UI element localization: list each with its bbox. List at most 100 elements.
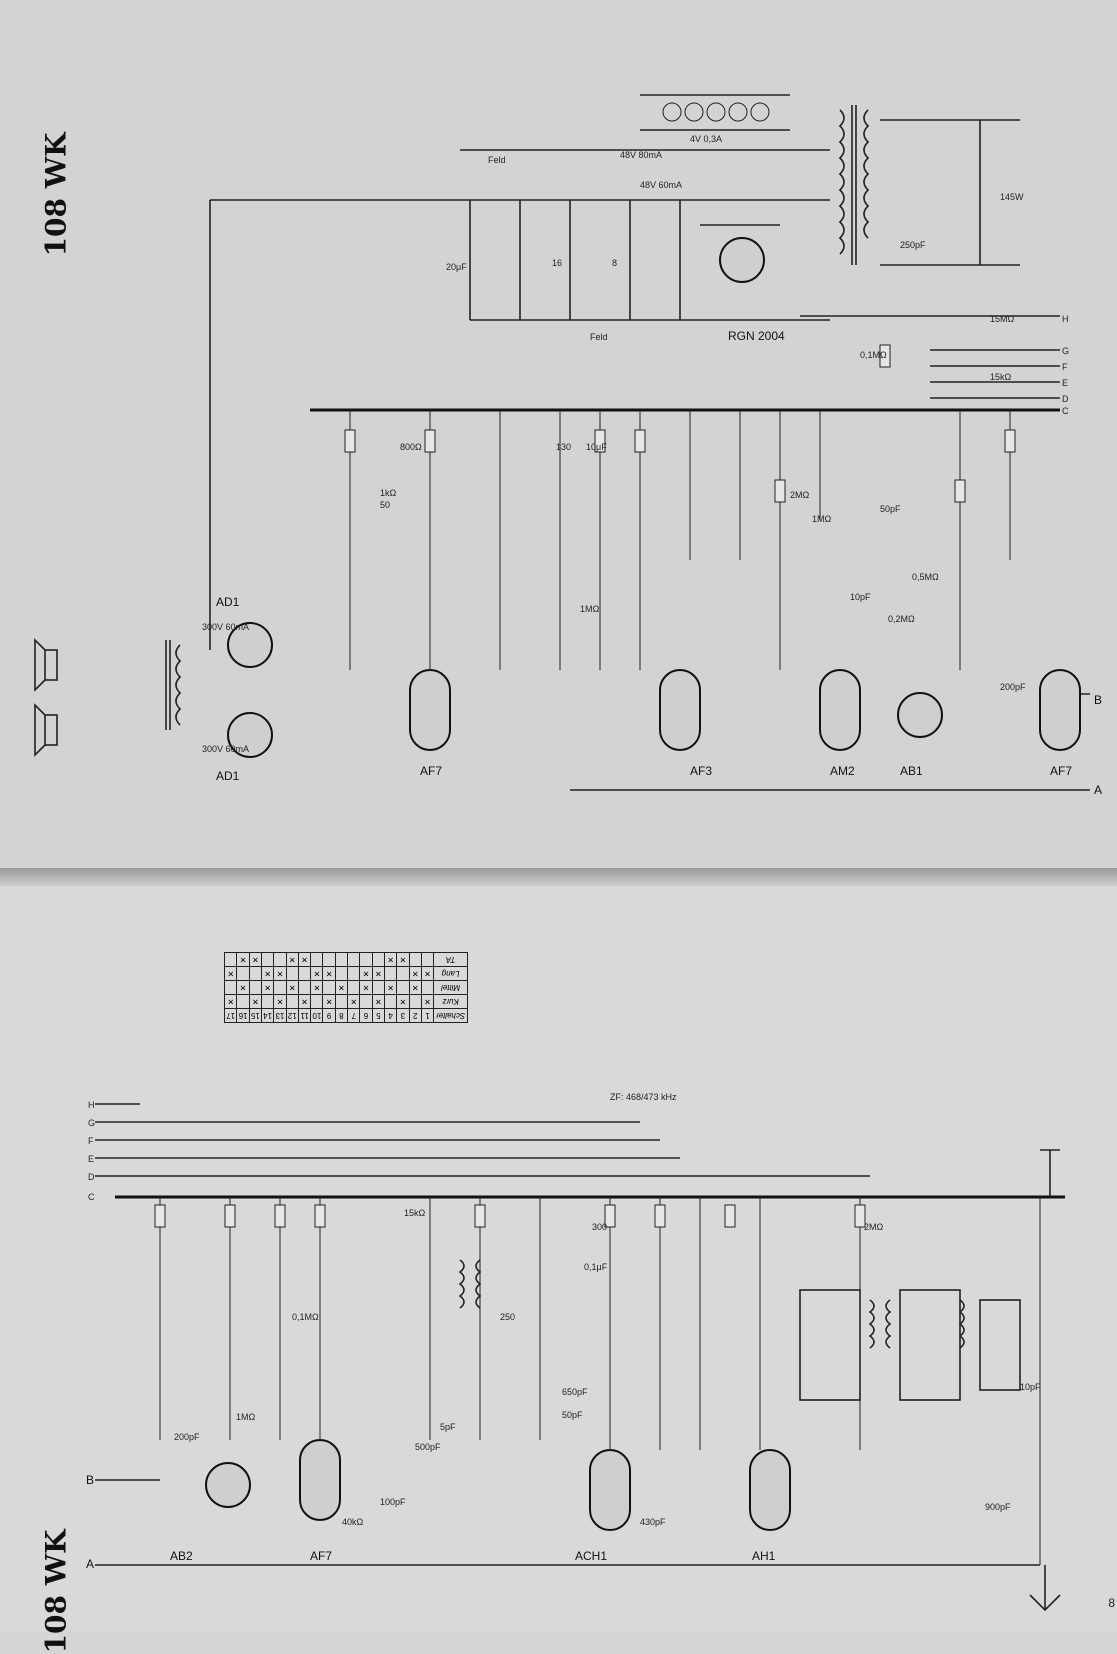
ground-symbol xyxy=(1040,1149,1060,1197)
tube-label-ach1: ACH1 xyxy=(575,1549,607,1563)
marker-a-top: A xyxy=(1094,783,1102,797)
switch-cross-mark: ✕ xyxy=(421,994,434,1009)
switch-table-row: TA ✕✕✕✕✕✕ xyxy=(224,952,468,967)
switch-col-15: 15 xyxy=(249,1008,262,1023)
value-top-8: 200pF xyxy=(1000,682,1026,692)
switch-cross-mark: ✕ xyxy=(372,994,385,1009)
value-bottom-17: 10pF xyxy=(1020,1382,1041,1392)
value-bottom-2: 40kΩ xyxy=(342,1517,364,1527)
switch-col-16: 16 xyxy=(236,1008,250,1023)
switch-table-row: Kurz ✕✕✕✕✕✕✕✕✕ xyxy=(224,994,468,1009)
switch-cross-mark: ✕ xyxy=(409,980,422,995)
bus-label-d-top: D xyxy=(1062,394,1069,404)
switch-cross-mark: ✕ xyxy=(273,966,287,981)
tube-label-ab1: AB1 xyxy=(900,764,923,778)
bus-label-e-bottom: E xyxy=(88,1154,94,1164)
value-top-13: 8 xyxy=(612,258,617,268)
switch-col-2: 2 xyxy=(409,1008,422,1023)
switch-cross-mark: ✕ xyxy=(359,966,373,981)
bus-label-f-top: F xyxy=(1062,362,1068,372)
value-top-15: 15kΩ xyxy=(990,372,1012,382)
tube-label-ad1-a: AD1 xyxy=(216,595,240,609)
bus-label-f-bottom: F xyxy=(88,1136,94,1146)
switch-table-row: Lang ✕✕✕✕✕✕✕✕✕ xyxy=(224,966,468,981)
power-label: 145W xyxy=(1000,192,1024,202)
switch-cross-mark: ✕ xyxy=(396,952,410,967)
switch-cross-mark: ✕ xyxy=(396,994,410,1009)
rectifier-tube xyxy=(700,224,780,283)
switch-cross-mark: ✕ xyxy=(273,994,287,1009)
field-coil-label-2: Feld xyxy=(590,332,608,342)
value-top-1: 15MΩ xyxy=(990,314,1015,324)
value-top-10: 250pF xyxy=(900,240,926,250)
switch-col-13: 13 xyxy=(273,1008,287,1023)
value-bottom-11: 15kΩ xyxy=(404,1208,426,1218)
switch-cross-mark: ✕ xyxy=(249,994,262,1009)
tube-label-af3: AF3 xyxy=(690,764,712,778)
switch-col-10: 10 xyxy=(310,1008,323,1023)
supply-label-2: 48V 60mA xyxy=(640,180,682,190)
switch-table-row: Schalter 1 2 3 4 5 6 7 8 9 10 11 12 13 1… xyxy=(224,1008,468,1023)
value-bottom-13: 300 xyxy=(592,1222,607,1232)
value-top-7: 50pF xyxy=(880,504,901,514)
tube-label-af7-bottom: AF7 xyxy=(310,1549,332,1563)
switch-cross-mark: ✕ xyxy=(323,994,336,1009)
switch-cross-mark: ✕ xyxy=(310,980,323,995)
switch-col-3: 3 xyxy=(396,1008,410,1023)
tube-label-am2: AM2 xyxy=(830,764,855,778)
tube-label-ab2: AB2 xyxy=(170,1549,193,1563)
value-bottom-4: 200pF xyxy=(174,1432,200,1442)
antenna-symbol xyxy=(1029,1565,1061,1612)
value-bottom-5: 500pF xyxy=(415,1442,441,1452)
bus-label-h-bottom: H xyxy=(88,1100,95,1110)
switch-cross-mark: ✕ xyxy=(347,994,360,1009)
switch-cross-mark: ✕ xyxy=(236,952,250,967)
switch-cross-mark: ✕ xyxy=(335,980,348,995)
mains-transformer xyxy=(838,105,1020,266)
switch-col-1: 1 xyxy=(421,1008,434,1023)
tube-af3 xyxy=(659,669,701,751)
tube-ab2 xyxy=(205,1462,251,1508)
marker-b-bottom: B xyxy=(86,1473,94,1487)
marker-b-top: B xyxy=(1094,693,1102,707)
value-bottom-3: 100pF xyxy=(380,1497,406,1507)
switch-cross-mark: ✕ xyxy=(236,980,250,995)
bus-label-d-bottom: D xyxy=(88,1172,95,1182)
switch-col-7: 7 xyxy=(347,1008,360,1023)
value-bottom-10: 1MΩ xyxy=(236,1412,256,1422)
resistor-array-top xyxy=(349,410,1011,670)
switch-cross-mark: ✕ xyxy=(286,952,299,967)
bus-label-g-bottom: G xyxy=(88,1118,95,1128)
tube-af7-bottom xyxy=(299,1439,341,1521)
bus-label-e-top: E xyxy=(1062,378,1068,388)
value-top-9: 10pF xyxy=(850,592,871,602)
switch-table-header: Schalter xyxy=(433,1008,468,1023)
switch-row-kurz: Kurz xyxy=(433,994,468,1009)
value-top-2: 1MΩ xyxy=(812,514,832,524)
value-bottom-15: 2MΩ xyxy=(864,1222,884,1232)
bus-label-g-top: G xyxy=(1062,346,1069,356)
field-coil-label-1: Feld xyxy=(488,155,506,165)
value-bottom-12: 250 xyxy=(500,1312,515,1322)
value-top-12: 16 xyxy=(552,258,562,268)
tube-ab1 xyxy=(897,692,943,738)
switch-cross-mark: ✕ xyxy=(359,980,373,995)
loudspeaker-2 xyxy=(34,703,58,757)
switch-cross-mark: ✕ xyxy=(310,966,323,981)
page-gutter xyxy=(0,868,1117,886)
lower-page xyxy=(0,882,1117,1631)
loudspeaker-1 xyxy=(34,638,58,692)
tube-ad1-b xyxy=(227,712,273,758)
output-label-1: 300V 60mA xyxy=(202,622,249,632)
tube-af7-top-1 xyxy=(409,669,451,751)
tube-label-af7-top-1: AF7 xyxy=(420,764,442,778)
supply-label-1: 48V 80mA xyxy=(620,150,662,160)
switch-col-11: 11 xyxy=(298,1008,311,1023)
value-top-14: 1MΩ xyxy=(580,604,600,614)
switch-cross-mark: ✕ xyxy=(224,994,237,1009)
output-transformer xyxy=(165,640,182,730)
value-top-6: 0,2MΩ xyxy=(888,614,915,624)
switch-col-9: 9 xyxy=(323,1008,336,1023)
value-top-20: 10μF xyxy=(586,442,607,452)
resistor-bodies-bottom xyxy=(154,1204,866,1228)
